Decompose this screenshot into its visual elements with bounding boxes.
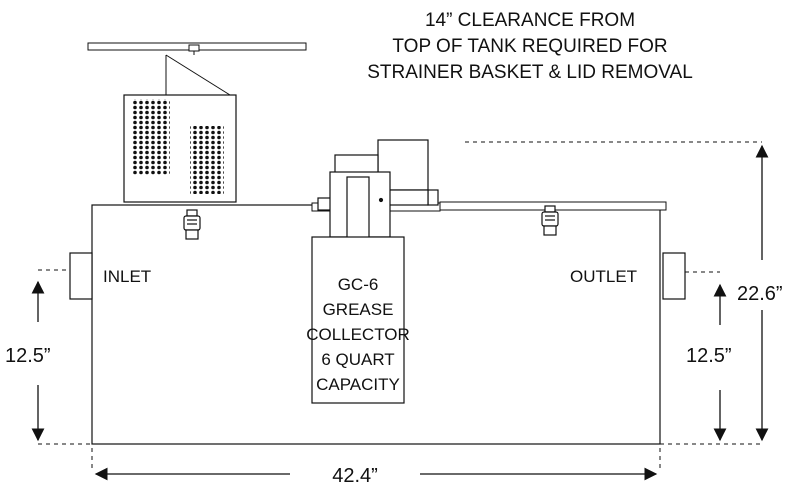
outlet-port <box>662 252 686 300</box>
outlet-label: OUTLET <box>570 267 637 286</box>
inlet-port <box>69 252 93 300</box>
total-height-dimension: 22.6” <box>737 283 783 305</box>
latch-icon <box>183 209 201 240</box>
latch-icon <box>541 205 559 236</box>
extension-lines <box>38 141 762 472</box>
strainer-perforation <box>190 126 224 194</box>
dimension-lines <box>31 144 769 481</box>
collector-label-line1: GC-6 <box>338 275 379 294</box>
clearance-note-line2: TOP OF TANK REQUIRED FOR <box>392 36 667 57</box>
strainer-basket <box>87 42 307 203</box>
strainer-perforation <box>132 99 170 175</box>
clearance-note-line1: 14” CLEARANCE FROM <box>425 10 635 31</box>
clearance-note-line3: STRAINER BASKET & LID REMOVAL <box>367 62 693 83</box>
collector-label-line3: COLLECTOR <box>306 325 410 344</box>
inlet-height-dimension: 12.5” <box>5 345 51 367</box>
outlet-height-dimension: 12.5” <box>686 345 732 367</box>
grease-collector <box>311 171 405 404</box>
inlet-label: INLET <box>103 267 151 286</box>
collector-label-line4: 6 QUART <box>321 350 394 369</box>
tank-length-dimension: 42.4” <box>332 465 378 487</box>
collector-label-line2: GREASE <box>323 300 394 319</box>
collector-label-line5: CAPACITY <box>316 375 400 394</box>
